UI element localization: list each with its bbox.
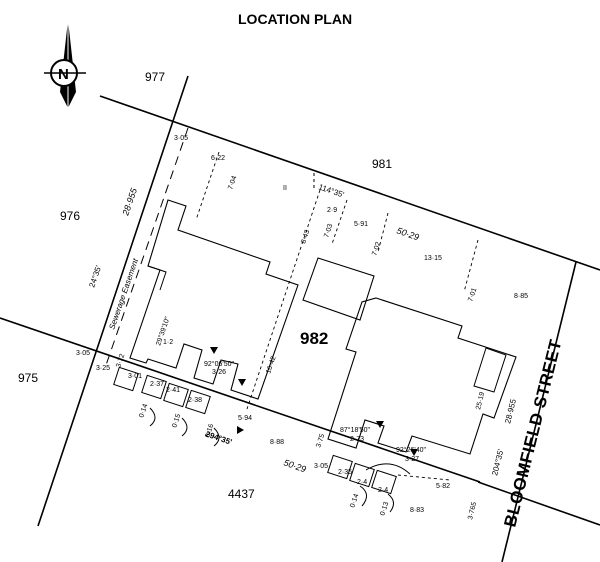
driveway-arcs (149, 407, 411, 513)
dim-label: 3·01 (128, 373, 142, 380)
dim-label: 3·05 (76, 350, 90, 357)
dim-label: 5·82 (436, 483, 450, 490)
bearing-west: 24°35' (87, 264, 103, 289)
dim-label: 8·43 (300, 229, 311, 245)
north-arrow-icon: N (44, 20, 86, 108)
dim-label: 3·26 (212, 369, 226, 376)
bearing-north: 114°35' (317, 182, 345, 199)
lot-975: 975 (18, 371, 38, 385)
boundary-lines (0, 75, 600, 562)
dim-label: 2·73 (350, 436, 364, 443)
lot-981: 981 (372, 157, 392, 171)
dim-label: 87°18'50" (340, 426, 370, 434)
dim-label: 2·9 (327, 207, 337, 214)
dim-label: 6·22 (211, 155, 225, 162)
plan-title: LOCATION PLAN (238, 11, 352, 27)
dim-label: 7·03 (323, 223, 334, 239)
dim-label: 2·4 (357, 479, 367, 486)
lot-4437: 4437 (228, 487, 255, 501)
dim-label: 8·83 (410, 507, 424, 514)
dimension-dashed-lines (195, 151, 479, 481)
west-house-outline (129, 199, 299, 400)
dim-label: 2·37 (150, 381, 164, 388)
dim-label: 3·765 (467, 501, 478, 520)
dim-label: 3·05 (174, 135, 188, 142)
dim-label: 5·94 (238, 415, 252, 422)
dim-label: 0·15 (171, 413, 182, 429)
west-porch-boxes (113, 366, 211, 415)
dim-label: 16·42 (265, 355, 277, 374)
lot-982: 982 (300, 329, 328, 348)
south-lot-line (0, 317, 481, 483)
dim-label: 2·35 (338, 469, 352, 476)
distance-west: 28·955 (120, 186, 139, 218)
easement-line (104, 127, 189, 369)
dim-label: 8·88 (270, 439, 284, 446)
dim-label: 0·13 (379, 501, 390, 517)
distance-north: 50·29 (395, 225, 420, 242)
dim-label: 1·2 (163, 339, 173, 346)
east-lot-line (501, 261, 577, 562)
dim-label: 13·15 (424, 255, 442, 262)
dim-label: 0·14 (138, 403, 149, 419)
north-letter: N (58, 66, 69, 83)
dimension-labels: 3·05 6·22 7·04 II 2·9 8·43 7·03 5·91 7·0… (76, 135, 528, 520)
dim-label: 2·38 (188, 397, 202, 404)
west-road-line (37, 75, 189, 527)
east-house-bay (473, 347, 507, 393)
dimension-arrows (210, 347, 418, 456)
dim-label: 5·91 (354, 221, 368, 228)
dim-label: 7·04 (227, 175, 238, 191)
dim-label: 25·19 (475, 391, 486, 410)
dim-label: 3·05 (314, 463, 328, 470)
dim-label: 7·01 (467, 287, 478, 303)
distance-east: 28·955 (503, 398, 518, 425)
dim-label: 3·72 (115, 353, 126, 369)
north-road-line (99, 95, 600, 271)
street-name: BLOOMFIELD STREET (500, 337, 565, 529)
dim-label: 2·4 (378, 487, 388, 494)
dim-label: 3·25 (96, 365, 110, 372)
bearing-east: 204°35' (490, 448, 505, 477)
east-house-outline (327, 297, 517, 455)
lot-977: 977 (145, 70, 165, 84)
dim-label: 3·27 (405, 456, 419, 463)
dim-label: 0·14 (349, 493, 360, 509)
dim-label: 7·02 (371, 241, 382, 257)
distance-south: 50·29 (282, 457, 307, 474)
west-garage-detail (147, 265, 167, 291)
south-lot-line-east (477, 481, 600, 526)
dim-label: 0·16 (204, 423, 215, 439)
dim-label: 92°26'40" (396, 446, 426, 454)
dim-label: 92°06'50" (204, 360, 234, 368)
lot-976: 976 (60, 209, 80, 223)
dim-label: 3·75 (315, 433, 326, 449)
dim-label: 2·41 (166, 387, 180, 394)
east-porch-boxes (327, 454, 397, 495)
dim-label: II (283, 185, 287, 192)
middle-patio (302, 257, 375, 321)
dim-label: 8·85 (514, 293, 528, 300)
